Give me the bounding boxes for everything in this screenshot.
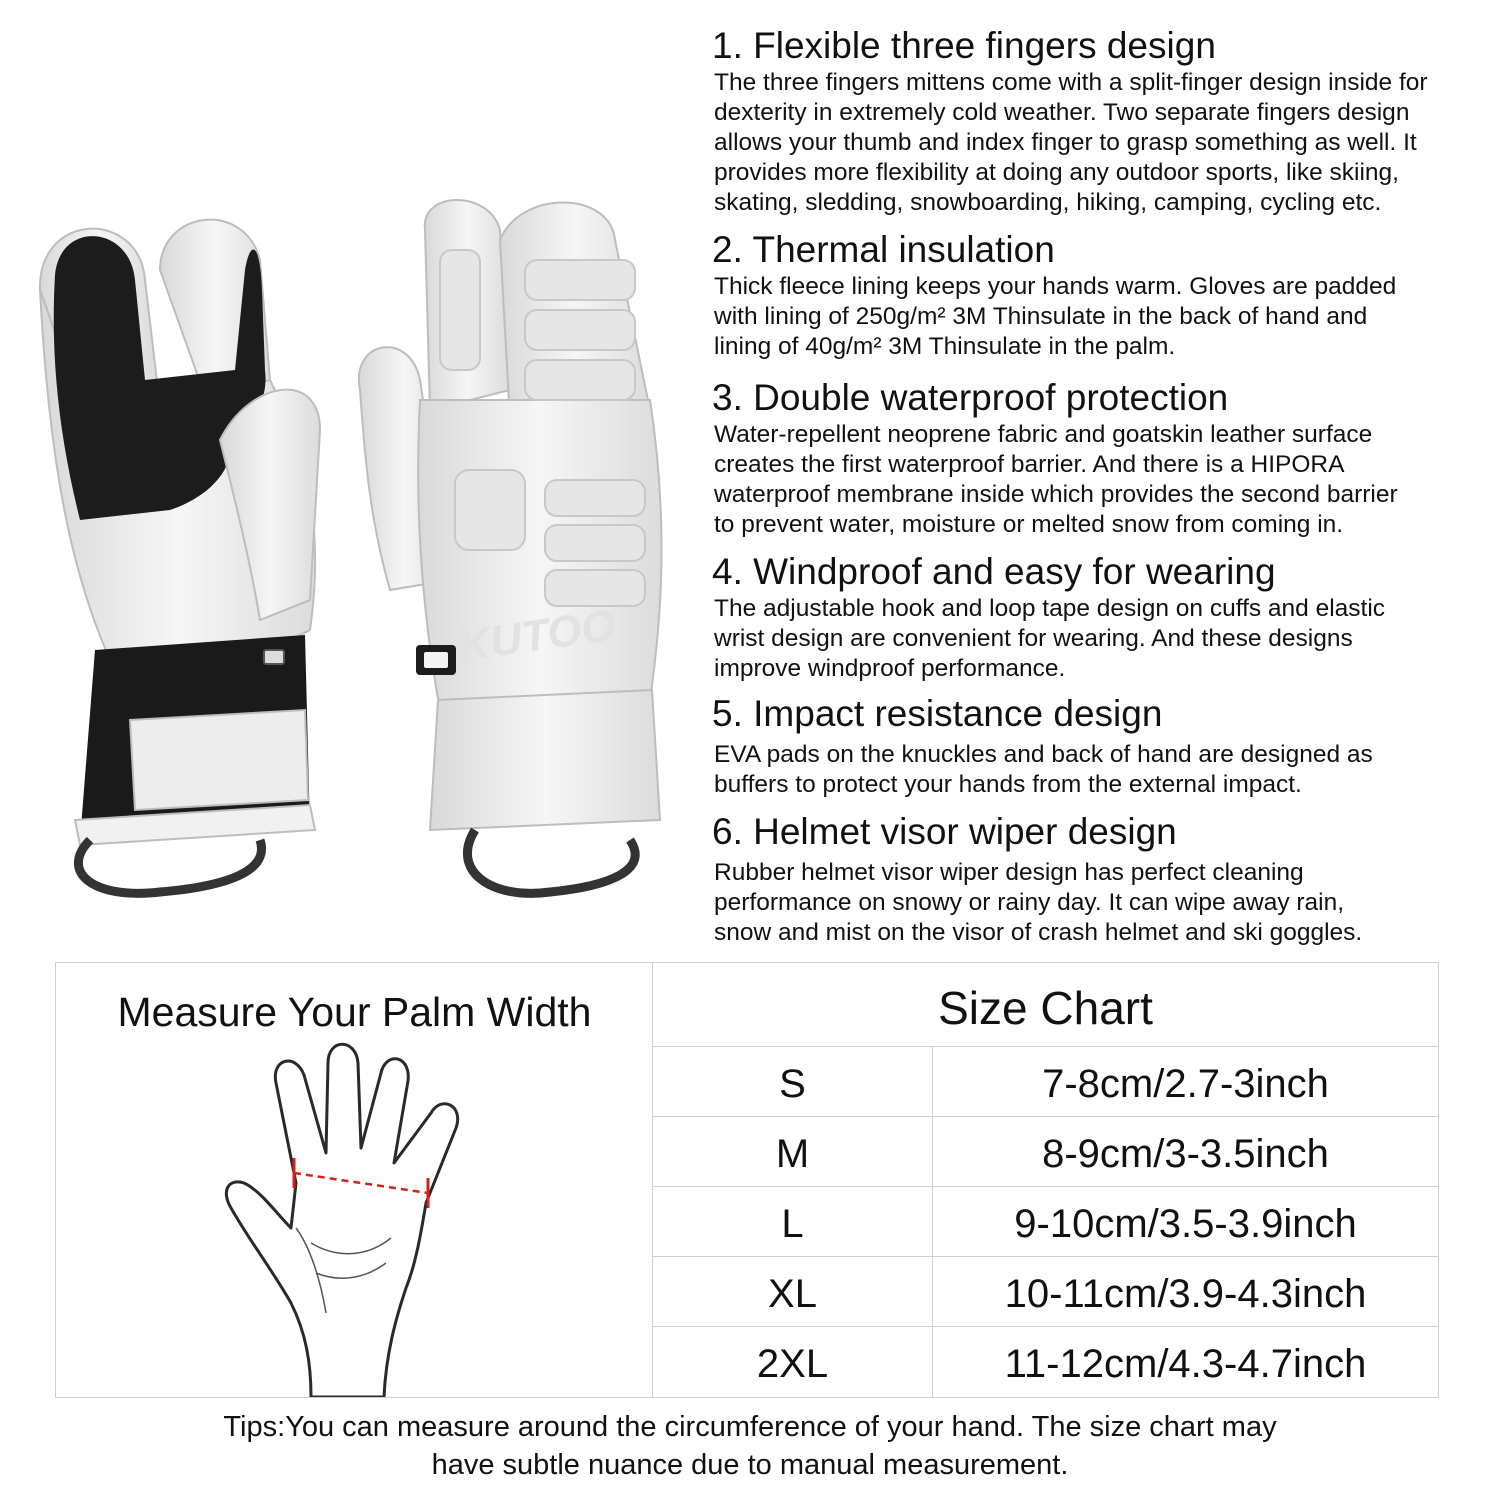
feature-title: 6. Helmet visor wiper design [712, 811, 1177, 852]
size-section: Measure Your Palm Width Size Chart S 7-8… [55, 962, 1439, 1398]
measure-title: Measure Your Palm Width [117, 989, 592, 1035]
size-chart-title: Size Chart [653, 963, 1438, 1047]
measure-panel: Measure Your Palm Width [56, 963, 653, 1397]
palm-width-line [293, 1171, 429, 1195]
feature-title: 5. Impact resistance design [712, 693, 1163, 734]
feature-3: 3. Double waterproof protection Water-re… [712, 376, 1398, 540]
feature-title: 3. Double waterproof protection [712, 377, 1229, 418]
feature-title: 1. Flexible three fingers design [712, 25, 1216, 66]
tips-line-1: Tips:You can measure around the circumfe… [223, 1411, 1277, 1443]
size-row: S 7-8cm/2.7-3inch [653, 1047, 1438, 1117]
feature-title: 2. Thermal insulation [712, 229, 1055, 270]
size-value: 7-8cm/2.7-3inch [1042, 1062, 1329, 1106]
size-row: 2XL 11-12cm/4.3-4.7inch [653, 1327, 1438, 1397]
feature-text: Rubber helmet visor wiper design has per… [714, 859, 1363, 946]
size-value: 11-12cm/4.3-4.7inch [1004, 1342, 1367, 1386]
tips-line-2: have subtle nuance due to manual measure… [431, 1449, 1069, 1481]
size-value: 8-9cm/3-3.5inch [1042, 1132, 1329, 1176]
size-label: S [653, 1047, 933, 1117]
feature-text: Thick fleece lining keeps your hands war… [714, 273, 1397, 360]
size-row: XL 10-11cm/3.9-4.3inch [653, 1257, 1438, 1327]
product-image: KUTOO [20, 180, 700, 920]
size-label: 2XL [653, 1327, 933, 1397]
right-glove: KUTOO [357, 199, 663, 898]
left-glove [38, 218, 322, 898]
feature-5: 5. Impact resistance design EVA pads on … [712, 692, 1373, 800]
feature-2: 2. Thermal insulation Thick fleece linin… [712, 228, 1396, 362]
hand-outline-icon [225, 1042, 460, 1397]
size-label: M [653, 1117, 933, 1187]
feature-4: 4. Windproof and easy for wearing The ad… [712, 550, 1385, 684]
size-value: 9-10cm/3.5-3.9inch [1014, 1202, 1357, 1246]
size-row: L 9-10cm/3.5-3.9inch [653, 1187, 1438, 1257]
size-label: L [653, 1187, 933, 1257]
feature-text: The adjustable hook and loop tape design… [714, 595, 1386, 682]
feature-1: 1. Flexible three fingers design The thr… [712, 24, 1428, 218]
tips-note: Tips:You can measure around the circumfe… [100, 1408, 1400, 1484]
feature-text: The three fingers mittens come with a sp… [714, 69, 1428, 216]
feature-title: 4. Windproof and easy for wearing [712, 551, 1276, 592]
feature-text: Water-repellent neoprene fabric and goat… [714, 421, 1398, 538]
gloves-illustration: KUTOO [38, 199, 663, 898]
size-value: 10-11cm/3.9-4.3inch [1004, 1272, 1367, 1316]
feature-6: 6. Helmet visor wiper design Rubber helm… [712, 810, 1362, 948]
size-row: M 8-9cm/3-3.5inch [653, 1117, 1438, 1187]
size-chart: Size Chart S 7-8cm/2.7-3inch M 8-9cm/3-3… [653, 963, 1438, 1397]
size-label: XL [653, 1257, 933, 1327]
feature-text: EVA pads on the knuckles and back of han… [714, 741, 1373, 798]
